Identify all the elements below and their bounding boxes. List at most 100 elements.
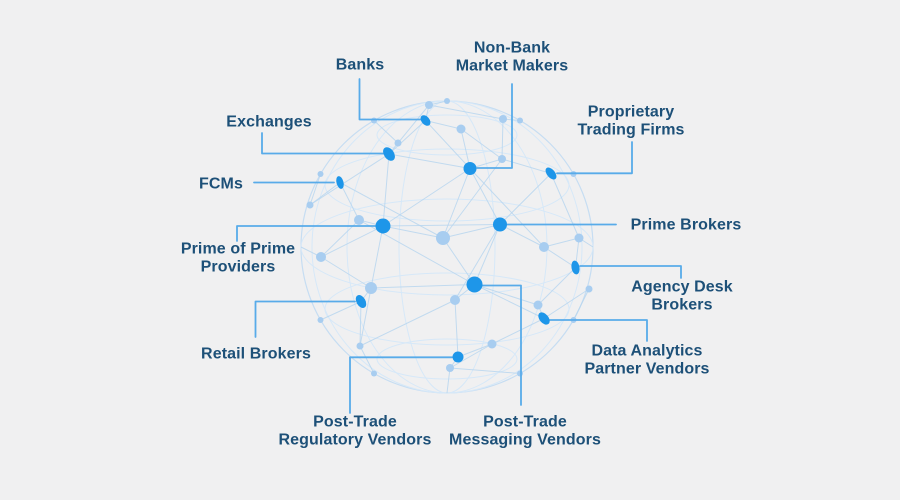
mesh-edge	[382, 225, 444, 239]
mesh-edge	[474, 284, 545, 319]
node-agency-desk-brokers	[571, 260, 580, 275]
node-data-analytics-partner-vendors	[538, 312, 550, 325]
mesh-edge	[309, 173, 321, 206]
mesh-node	[517, 117, 523, 124]
mesh-node	[517, 370, 523, 377]
mesh-node	[371, 370, 377, 377]
mesh-edge	[397, 104, 430, 144]
mesh-node	[394, 139, 402, 147]
mesh-edge	[339, 182, 360, 221]
mesh-node	[316, 252, 326, 262]
mesh-node	[371, 117, 377, 124]
mesh-edge	[537, 267, 576, 306]
mesh-edge	[359, 287, 372, 347]
mesh-edge	[320, 301, 362, 321]
mesh-edge	[442, 224, 501, 239]
mesh-edge	[382, 168, 471, 227]
mesh-node	[365, 282, 377, 294]
connector-post-trade-regulatory-vendors	[349, 356, 453, 414]
node-proprietary-trading-firms	[545, 167, 557, 180]
connector-retail-brokers	[254, 300, 356, 338]
mesh-edge	[359, 345, 375, 374]
connector-data-analytics-partner-vendors	[548, 319, 648, 342]
mesh-node	[456, 124, 466, 134]
mesh-node	[498, 155, 506, 163]
mesh-node	[317, 171, 324, 177]
connector-agency-desk-brokers	[579, 265, 682, 279]
mesh-node	[317, 317, 324, 323]
mesh-edge	[499, 173, 552, 225]
mesh-node	[306, 201, 314, 209]
globe-graticule-ring	[324, 272, 570, 346]
mesh-edge	[501, 118, 504, 160]
mesh-node	[425, 101, 433, 109]
node-banks	[420, 115, 431, 126]
mesh-edge	[382, 224, 501, 227]
mesh-edge	[491, 318, 545, 345]
mesh-edge	[469, 168, 501, 225]
node-prime-brokers	[493, 217, 507, 232]
mesh-node	[356, 342, 364, 350]
mesh-edge	[320, 256, 372, 289]
mesh-edge	[474, 284, 539, 306]
mesh-edge	[449, 367, 521, 374]
mesh-edge	[428, 104, 504, 120]
mesh-edge	[449, 343, 493, 369]
connector-prime-of-prime-providers	[236, 225, 377, 242]
connector-post-trade-messaging-vendors	[481, 284, 522, 406]
mesh-edge	[573, 288, 590, 321]
globe-graticule-ring	[346, 100, 548, 394]
mesh-edge	[446, 367, 451, 394]
mesh-node	[450, 295, 460, 305]
mesh-node	[539, 242, 549, 252]
globe-graticule-ring	[398, 100, 496, 394]
mesh-edge	[460, 128, 503, 160]
mesh-edge	[474, 224, 501, 285]
mesh-edge	[442, 168, 471, 239]
connector-exchanges	[261, 132, 385, 155]
mesh-edge	[499, 224, 545, 248]
mesh-node	[585, 285, 593, 293]
mesh-node	[499, 115, 507, 123]
mesh-edge	[460, 128, 471, 169]
node-exchanges	[383, 147, 395, 161]
mesh-node	[533, 300, 543, 310]
mesh-edge	[454, 224, 501, 301]
mesh-node	[446, 364, 454, 372]
mesh-edge	[543, 246, 576, 268]
mesh-edge	[373, 120, 399, 144]
mesh-edge	[309, 153, 390, 206]
mesh-edge	[469, 168, 545, 248]
mesh-edge	[543, 288, 590, 319]
node-retail-brokers	[355, 295, 367, 308]
mesh-edge	[359, 301, 362, 347]
globe-outline	[300, 100, 594, 394]
node-post-trade-messaging-vendors	[466, 276, 483, 293]
mesh-node	[574, 233, 584, 243]
mesh-node	[354, 215, 364, 225]
node-post-trade-regulatory-vendors	[452, 351, 464, 363]
node-prime-of-prime-providers	[375, 218, 391, 234]
mesh-edge	[425, 120, 462, 130]
mesh-edge	[457, 343, 493, 358]
mesh-edge	[425, 120, 471, 169]
mesh-edge	[370, 225, 384, 289]
mesh-node	[436, 231, 450, 245]
mesh-node	[487, 339, 497, 349]
mesh-edge	[359, 299, 456, 347]
mesh-edge	[388, 153, 471, 169]
mesh-edge	[370, 284, 475, 289]
mesh-edge	[320, 225, 384, 258]
mesh-edge	[382, 153, 390, 227]
globe-graticule-ring	[300, 198, 594, 296]
connector-non-bank-market-makers	[476, 83, 513, 169]
mesh-edge	[501, 158, 552, 174]
mesh-node	[444, 98, 450, 104]
mesh-edge	[388, 120, 426, 155]
mesh-edge	[339, 182, 444, 239]
node-non-bank-market-makers	[463, 162, 477, 175]
globe-graticule-ring	[324, 148, 570, 222]
mesh-edge	[454, 299, 459, 358]
